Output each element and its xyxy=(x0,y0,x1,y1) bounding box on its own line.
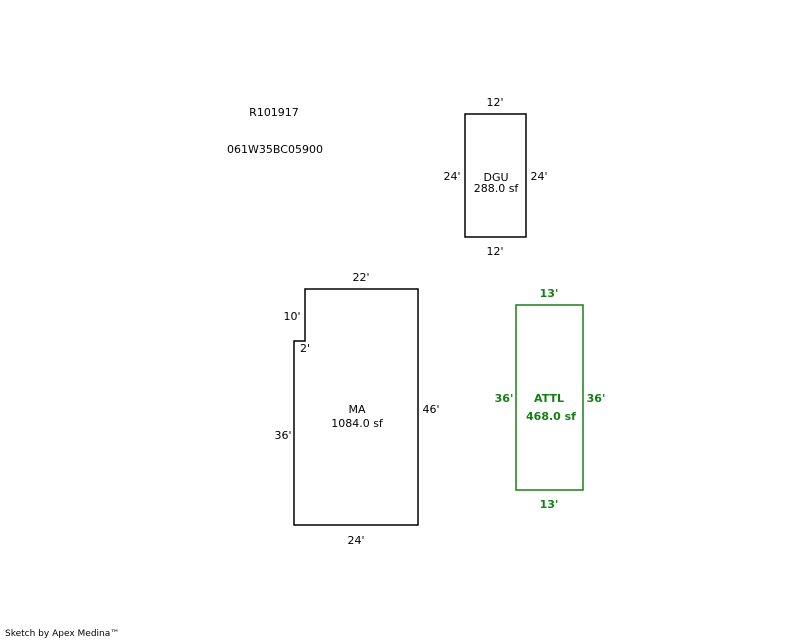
area-dgu-dim-left: 24' xyxy=(443,170,460,183)
area-attl-name: ATTL xyxy=(534,392,564,405)
area-ma-dim-notch-horizontal: 2' xyxy=(300,342,310,355)
area-dgu-outline xyxy=(464,113,527,238)
area-attl-outline xyxy=(515,304,584,491)
area-attl-dim-left: 36' xyxy=(495,392,514,405)
area-dgu-size: 288.0 sf xyxy=(474,182,520,195)
area-attl-dim-right: 36' xyxy=(587,392,606,405)
area-ma: 22' 10' 2' 36' 46' 24' MA 1084.0 sf xyxy=(274,271,439,547)
area-ma-outline xyxy=(293,288,419,526)
sketch-credit: Sketch by Apex Medina™ xyxy=(5,629,119,639)
area-ma-dim-right: 46' xyxy=(422,403,439,416)
area-attl-dim-top: 13' xyxy=(540,287,559,300)
area-ma-dim-bottom: 24' xyxy=(347,534,364,547)
map-tax-lot: 061W35BC05900 xyxy=(227,143,323,156)
area-attl: 13' 36' 36' 13' ATTL 468.0 sf xyxy=(495,287,606,511)
area-ma-dim-top: 22' xyxy=(352,271,369,284)
area-attl-size: 468.0 sf xyxy=(526,410,576,423)
area-ma-dim-left: 36' xyxy=(274,429,291,442)
area-ma-size: 1084.0 sf xyxy=(331,417,384,430)
area-dgu-dim-right: 24' xyxy=(530,170,547,183)
area-ma-name: MA xyxy=(348,403,365,416)
area-ma-dim-notch-vertical: 10' xyxy=(283,310,300,323)
parcel-id: R101917 xyxy=(249,106,299,119)
area-dgu-name: DGU xyxy=(483,171,508,184)
area-dgu-dim-bottom: 12' xyxy=(486,245,503,258)
area-attl-dim-bottom: 13' xyxy=(540,498,559,511)
area-dgu: 12' 24' 24' 12' DGU 288.0 sf xyxy=(443,96,547,258)
area-dgu-dim-top: 12' xyxy=(486,96,503,109)
